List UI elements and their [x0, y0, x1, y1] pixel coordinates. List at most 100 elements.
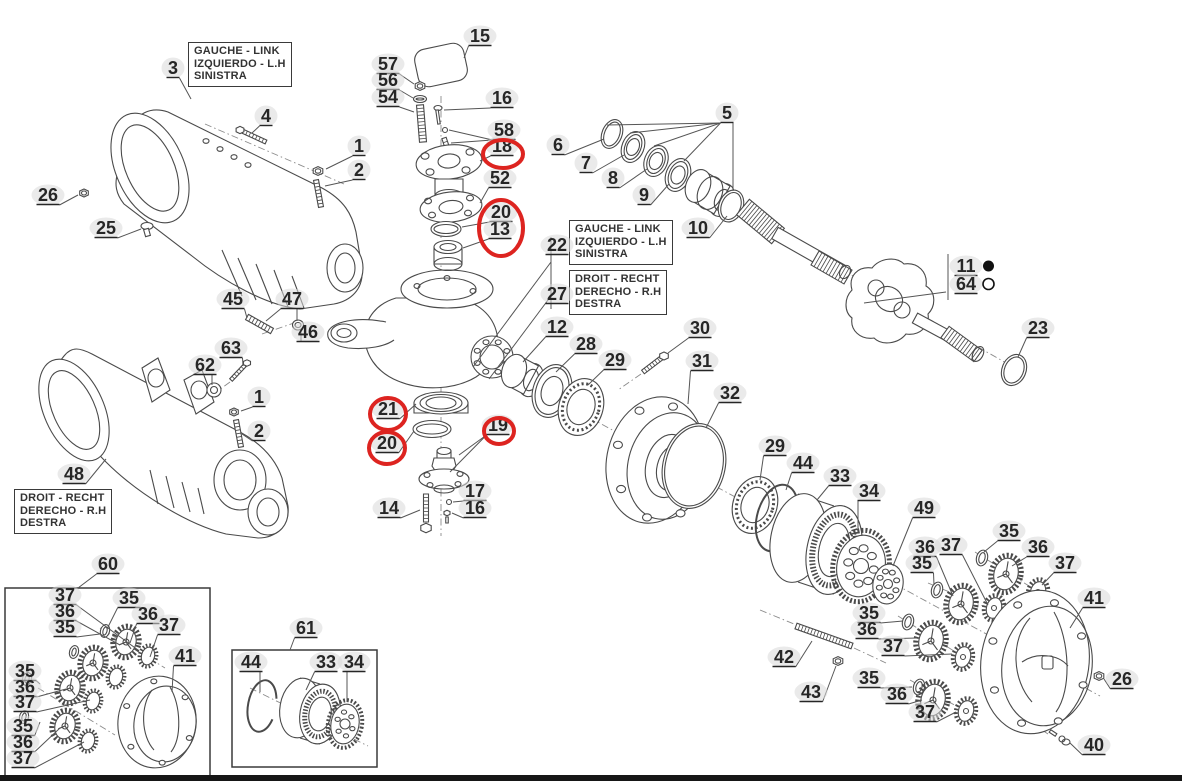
leader-lines: [34, 45, 1111, 769]
callout-29: 29: [598, 349, 632, 371]
planet-kit-box-drawing: [4, 587, 211, 778]
callout-3: 3: [161, 57, 185, 79]
red-highlight-ellipse: [477, 198, 525, 258]
callout-46: 46: [291, 321, 325, 343]
svg-text:41: 41: [175, 646, 195, 666]
label-box-right-housing: DROIT - RECHT DERECHO - R.H DESTRA: [14, 489, 113, 534]
svg-text:25: 25: [96, 218, 116, 238]
svg-text:43: 43: [801, 682, 821, 702]
callout-35: 35: [112, 587, 146, 609]
label-box-line: IZQUIERDO - L.H: [194, 57, 286, 70]
svg-text:21: 21: [378, 399, 398, 419]
svg-text:37: 37: [883, 636, 903, 656]
callout-36: 36: [1021, 536, 1055, 558]
callout-35: 35: [905, 552, 939, 574]
callout-40: 40: [1077, 734, 1111, 756]
svg-text:2: 2: [354, 160, 364, 180]
svg-text:6: 6: [553, 135, 563, 155]
svg-text:64: 64: [956, 274, 976, 294]
label-box-line: DERECHO - R.H: [575, 285, 662, 298]
svg-text:44: 44: [241, 652, 261, 672]
label-box-line: GAUCHE - LINK: [194, 45, 280, 57]
svg-text:37: 37: [15, 692, 35, 712]
callout-28: 28: [569, 333, 603, 355]
svg-text:20: 20: [377, 433, 397, 453]
callout-14: 14: [372, 497, 406, 519]
svg-text:42: 42: [774, 647, 794, 667]
svg-text:41: 41: [1084, 588, 1104, 608]
svg-text:17: 17: [465, 481, 485, 501]
callout-8: 8: [601, 167, 625, 189]
svg-text:30: 30: [690, 318, 710, 338]
callout-36: 36: [850, 618, 884, 640]
svg-text:34: 34: [344, 652, 364, 672]
label-box-knuckle-left: GAUCHE - LINK IZQUIERDO - L.H SINISTRA: [569, 220, 673, 265]
callout-16: 16: [485, 87, 519, 109]
callout-2: 2: [247, 420, 271, 442]
svg-text:8: 8: [608, 168, 618, 188]
callout-32: 32: [713, 382, 747, 404]
svg-text:35: 35: [859, 668, 879, 688]
callout-7: 7: [574, 152, 598, 174]
callout-6: 6: [546, 134, 570, 156]
callout-56: 56: [371, 69, 405, 91]
label-box-line: IZQUIERDO - L.H: [575, 235, 667, 248]
svg-text:36: 36: [13, 732, 33, 752]
svg-text:35: 35: [119, 588, 139, 608]
red-highlight-ellipse: [368, 396, 408, 432]
axle-housing-left-drawing: [79, 109, 364, 310]
svg-text:7: 7: [581, 153, 591, 173]
callout-43: 43: [794, 681, 828, 703]
svg-text:33: 33: [316, 652, 336, 672]
svg-text:16: 16: [492, 88, 512, 108]
hub-axis-parts-drawing: [500, 351, 904, 605]
hub-cover-drawing: [980, 589, 1105, 746]
callout-36: 36: [6, 731, 40, 753]
callout-25: 25: [89, 217, 123, 239]
svg-text:62: 62: [195, 355, 215, 375]
svg-text:28: 28: [576, 334, 596, 354]
label-box-line: DERECHO - R.H: [20, 504, 107, 517]
ring-gear-kit-box-drawing: [231, 649, 378, 768]
callout-5: 5: [715, 102, 739, 124]
svg-text:34: 34: [859, 481, 879, 501]
label-box-line: DROIT - RECHT: [20, 492, 105, 504]
svg-text:26: 26: [1112, 669, 1132, 689]
callout-44: 44: [786, 452, 820, 474]
callout-29: 29: [758, 435, 792, 457]
red-highlight-ellipse: [367, 430, 407, 466]
callout-63: 63: [214, 337, 248, 359]
callout-36: 36: [880, 683, 914, 705]
svg-text:20: 20: [491, 202, 511, 222]
svg-text:13: 13: [490, 219, 510, 239]
label-box-line: DESTRA: [575, 298, 622, 310]
svg-text:58: 58: [494, 120, 514, 140]
svg-text:35: 35: [15, 661, 35, 681]
svg-text:57: 57: [378, 54, 398, 74]
label-box-line: GAUCHE - LINK: [575, 223, 661, 235]
svg-text:3: 3: [168, 58, 178, 78]
svg-text:36: 36: [138, 604, 158, 624]
svg-text:54: 54: [378, 87, 398, 107]
svg-text:36: 36: [887, 684, 907, 704]
svg-text:48: 48: [64, 464, 84, 484]
callout-60: 60: [91, 553, 125, 575]
callout-48: 48: [57, 463, 91, 485]
callout-37: 37: [876, 635, 910, 657]
callout-54: 54: [371, 86, 405, 108]
svg-text:40: 40: [1084, 735, 1104, 755]
svg-text:29: 29: [605, 350, 625, 370]
callout-34: 34: [852, 480, 886, 502]
svg-text:16: 16: [465, 498, 485, 518]
svg-text:61: 61: [296, 618, 316, 638]
callout-37: 37: [152, 614, 186, 636]
callout-21: 21: [371, 398, 405, 420]
svg-text:37: 37: [159, 615, 179, 635]
svg-text:33: 33: [830, 466, 850, 486]
svg-text:26: 26: [38, 185, 58, 205]
callout-47: 47: [275, 288, 309, 310]
svg-text:35: 35: [859, 603, 879, 623]
